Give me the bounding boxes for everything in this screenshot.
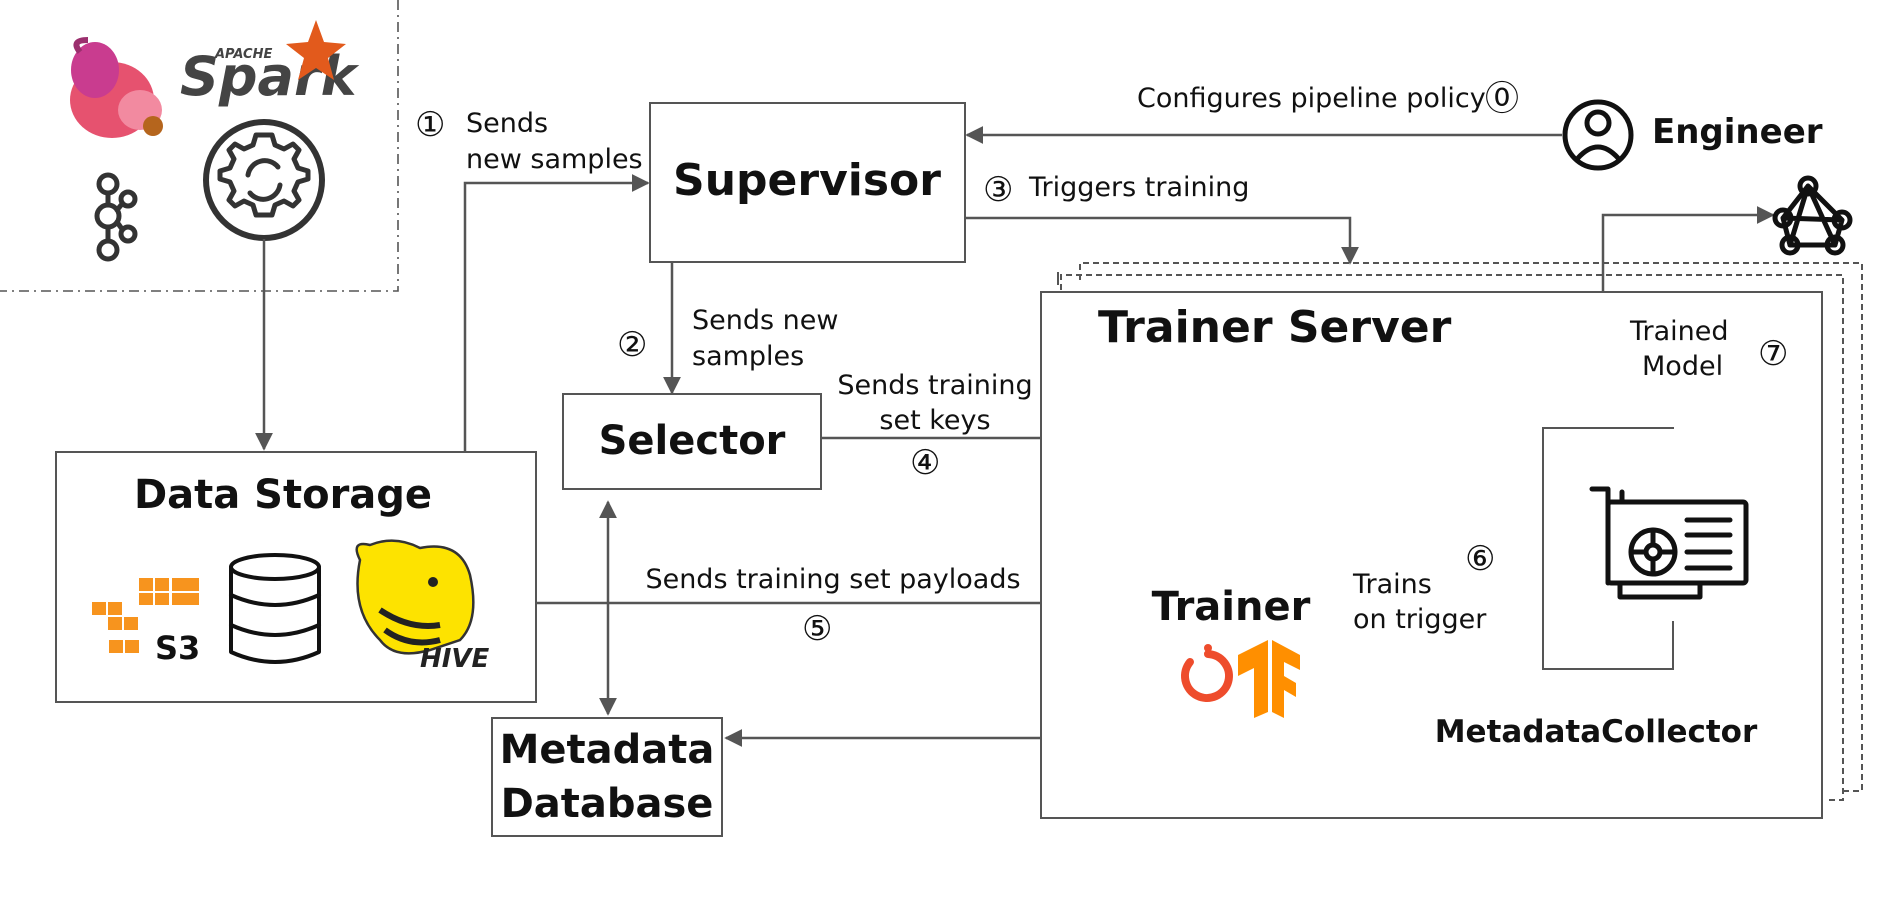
step-5-number: ⑤ <box>802 609 832 649</box>
step-3-text: Triggers training <box>1028 172 1249 203</box>
supervisor-to-trainer-server-arrow <box>966 216 1359 265</box>
step-2-text-line2: samples <box>692 341 804 372</box>
trainer-server-title: Trainer Server <box>1098 302 1452 353</box>
gear-sync-icon <box>203 119 325 241</box>
selector-title: Selector <box>599 418 786 464</box>
step-4-number: ④ <box>910 443 940 483</box>
step-3-label: ③ Triggers training <box>983 170 1249 210</box>
aws-s3-icon: S3 <box>92 578 200 667</box>
trainer-server-box <box>1040 291 1823 819</box>
step-5-text: Sends training set payloads <box>645 564 1020 595</box>
step-7-text-line1: Trained <box>1629 316 1729 347</box>
trainer-node: Trainer <box>1152 584 1311 718</box>
selector-box: Selector <box>562 393 822 490</box>
supervisor-box: Supervisor <box>649 102 966 263</box>
step-2-text-line1: Sends new <box>692 305 838 336</box>
step-6-label: ⑥ Trains on trigger <box>1352 539 1495 635</box>
step-7-number: ⑦ <box>1758 334 1788 374</box>
step-2-number: ② <box>617 325 647 365</box>
trainer-server-stack: Trainer Server <box>1040 262 1863 819</box>
step-7-label: Trained Model ⑦ <box>1629 316 1788 382</box>
tensorflow-icon <box>1238 640 1300 718</box>
engineer-label: Engineer <box>1652 112 1823 152</box>
step-1-number: ① <box>415 105 445 145</box>
spark-logo: APACHE Spark <box>180 20 360 108</box>
step-7-text-line2: Model <box>1642 351 1723 382</box>
data-storage-title: Data Storage <box>134 472 432 518</box>
pytorch-icon <box>1181 644 1233 702</box>
step-1-text-line2: new samples <box>466 144 643 175</box>
supervisor-title: Supervisor <box>673 155 941 206</box>
step-6-text-line1: Trains <box>1352 569 1432 600</box>
kafka-icon <box>94 172 138 262</box>
neural-network-icon <box>1772 175 1853 256</box>
gpu-card-icon <box>1589 486 1749 600</box>
step-5-label: Sends training set payloads ⑤ <box>645 564 1020 649</box>
metadata-database-box: Metadata Database <box>491 717 723 837</box>
step-4-text-line2: set keys <box>879 405 990 436</box>
spark-small-text: APACHE <box>214 47 272 62</box>
hive-label: HIVE <box>420 644 490 674</box>
gpu-unit <box>1542 427 1749 670</box>
step-4-label: Sends training set keys ④ <box>837 370 1032 483</box>
data-sources-region <box>0 0 399 292</box>
step-0-number: ⓪ <box>1485 79 1519 119</box>
step-6-number: ⑥ <box>1465 539 1495 579</box>
metadata-db-line2: Database <box>501 781 714 827</box>
step-2-label: ② Sends new samples <box>617 305 838 372</box>
s3-label: S3 <box>155 629 200 667</box>
engineer-user-icon <box>1562 99 1634 171</box>
step-1-label: ① Sends new samples <box>415 105 643 175</box>
metadata-collector-label: MetadataCollector <box>1435 714 1758 750</box>
flink-squirrel-icon <box>70 37 163 138</box>
step-4-text-line1: Sends training <box>837 370 1032 401</box>
trainer-title: Trainer <box>1152 584 1311 630</box>
step-6-text-line2: on trigger <box>1353 604 1487 635</box>
hive-logo: HIVE <box>355 539 490 674</box>
data-storage-box: Data Storage S3 HIVE <box>55 451 537 703</box>
step-0-text: Configures pipeline policy <box>1137 83 1486 114</box>
storage-to-supervisor-arrow <box>463 174 650 452</box>
step-3-number: ③ <box>983 170 1013 210</box>
database-cylinder-icon <box>229 553 321 664</box>
step-0-label: Configures pipeline policy ⓪ <box>1137 79 1519 119</box>
metadata-db-line1: Metadata <box>500 727 715 773</box>
step-1-text-line1: Sends <box>466 108 548 139</box>
